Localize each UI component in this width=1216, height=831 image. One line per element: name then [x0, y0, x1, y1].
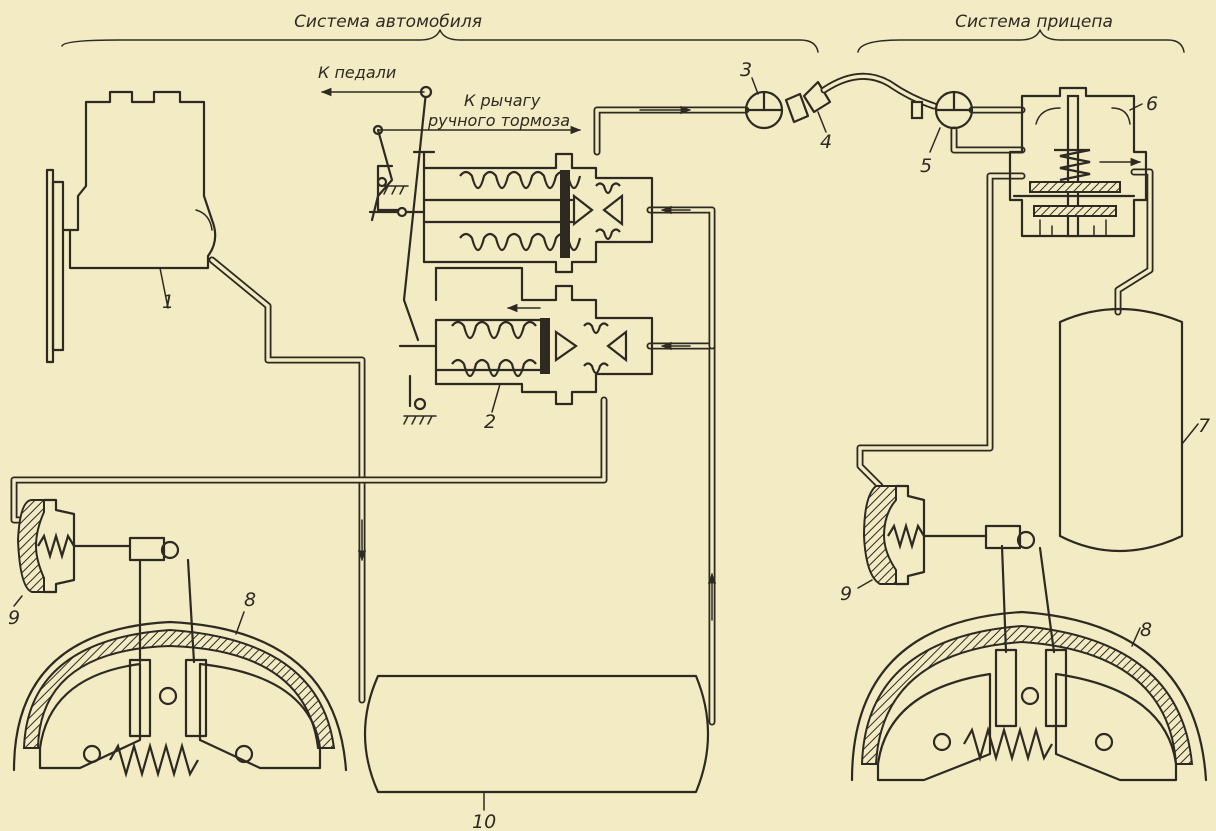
- brake-chamber-left: 9: [8, 498, 180, 629]
- callout-8-left: 8: [244, 589, 256, 611]
- air-pipelines: [10, 105, 1154, 726]
- callout-2: 2: [484, 411, 496, 433]
- air-distributor: 6: [1008, 86, 1158, 238]
- callout-3: 3: [740, 59, 752, 81]
- callout-10: 10: [472, 811, 496, 831]
- trailer-receiver: 7: [1058, 307, 1210, 553]
- trailer-system-header: Система прицепа: [857, 12, 1185, 53]
- vehicle-system-title: Система автомобиля: [294, 12, 482, 32]
- vehicle-system-header: Система автомобиля: [61, 12, 819, 53]
- label-to-lever-1: К рычагу: [464, 91, 541, 110]
- vehicle-receiver: 10: [363, 674, 710, 831]
- label-to-lever-2: ручного тормоза: [427, 111, 570, 130]
- brake-chamber-right: 9: [840, 484, 1036, 605]
- callout-7: 7: [1198, 415, 1210, 437]
- compressor: 1: [45, 90, 217, 364]
- callout-6: 6: [1146, 93, 1158, 115]
- trailer-disconnect-valve-5: 5: [910, 90, 974, 177]
- label-to-pedal: К педали: [318, 63, 396, 82]
- callout-8-right: 8: [1140, 619, 1152, 641]
- disconnect-valve-3: 3: [740, 59, 784, 130]
- brake-valve: К педали К рычагу ручного тормоза 2: [318, 63, 654, 433]
- brake-mechanism-right: 8: [850, 544, 1208, 782]
- callout-4: 4: [820, 131, 832, 153]
- trailer-system-title: Система прицепа: [955, 12, 1113, 32]
- callout-5: 5: [920, 155, 932, 177]
- brake-mechanism-left: 8: [12, 558, 348, 779]
- callout-9-left: 9: [8, 607, 20, 629]
- callout-9-right: 9: [840, 583, 852, 605]
- callout-1: 1: [162, 291, 174, 313]
- hose-coupling-4: 4: [784, 72, 938, 153]
